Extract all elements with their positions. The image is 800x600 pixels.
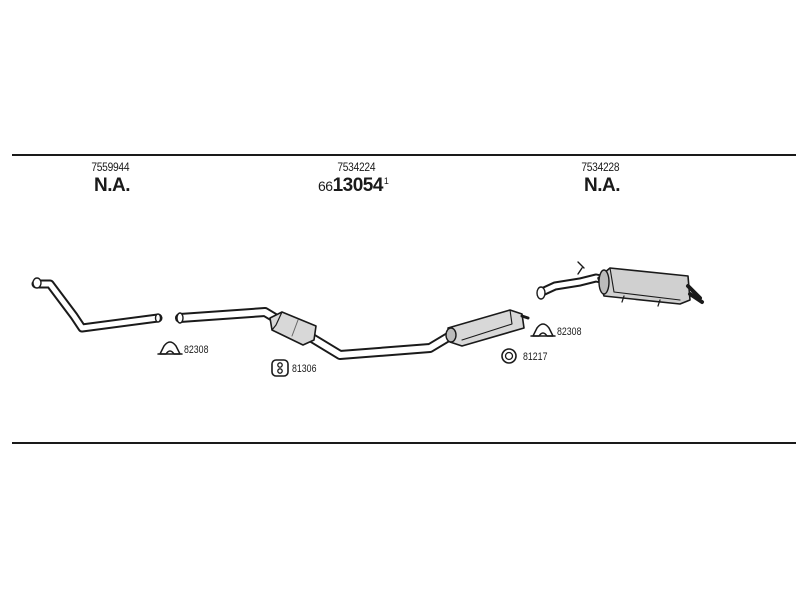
oe-number-front-pipe: 7559944 bbox=[91, 160, 130, 174]
middle-silencer-1 bbox=[269, 311, 317, 346]
ring-gasket-icon bbox=[501, 348, 517, 364]
part-number-front-pipe: N.A. bbox=[94, 175, 131, 196]
rubber-hanger-icon bbox=[271, 359, 289, 377]
part-suffix: 1 bbox=[383, 175, 389, 186]
part-number-rear-silencer: N.A. bbox=[584, 175, 621, 196]
accessory-code-hanger: 81306 bbox=[292, 363, 317, 375]
accessory-code-clamp-front: 82308 bbox=[184, 344, 209, 356]
oe-number-middle-silencer: 7534224 bbox=[337, 160, 376, 174]
accessory-code-clamp-rear: 82308 bbox=[557, 326, 582, 338]
accessory-code-gasket: 81217 bbox=[523, 351, 548, 363]
part-number-main: 13054 bbox=[332, 175, 384, 196]
top-divider bbox=[12, 154, 796, 156]
part-number-middle-silencer: 66130541 bbox=[318, 175, 389, 197]
bottom-divider bbox=[12, 442, 796, 444]
clamp-icon bbox=[530, 323, 556, 337]
rear-silencer bbox=[536, 261, 704, 307]
oe-number-rear-silencer: 7534228 bbox=[581, 160, 620, 174]
part-prefix: 66 bbox=[318, 178, 333, 194]
middle-silencer-2 bbox=[445, 309, 530, 347]
clamp-icon bbox=[157, 341, 183, 355]
front-pipe bbox=[31, 277, 163, 333]
center-pipe bbox=[175, 307, 460, 360]
